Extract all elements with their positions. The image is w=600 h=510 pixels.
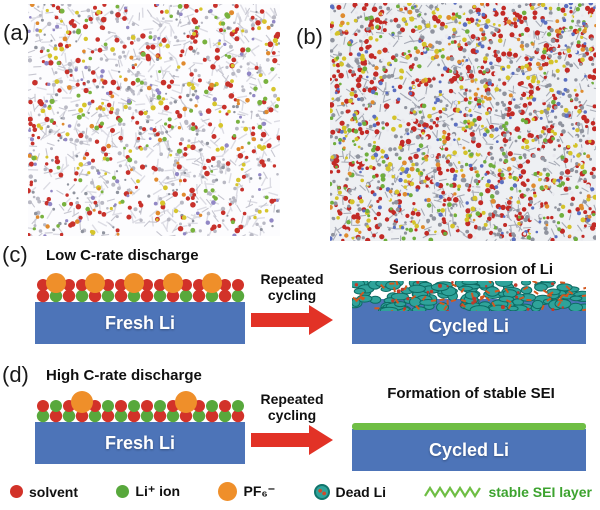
legend-item-sei: stable SEI layer — [424, 484, 592, 500]
cycling-arrow-label-d: Repeated cycling — [260, 391, 324, 424]
red-arrow-icon-c — [251, 305, 333, 335]
particles-fresh-d — [35, 391, 245, 423]
panel-c-label: (c) — [2, 242, 28, 267]
panel-b-label: (b) — [296, 24, 323, 49]
arrow-head — [309, 305, 333, 335]
fresh-li-electrode-c: Fresh Li — [35, 302, 245, 344]
panel-d-label: (d) — [2, 362, 29, 387]
panel-c-title: Low C-rate discharge — [46, 247, 199, 264]
red-arrow-icon-d — [251, 425, 333, 455]
li-ion-dot-icon — [116, 485, 130, 498]
fresh-li-label-d: Fresh Li — [104, 432, 175, 453]
arrow-shaft — [251, 313, 309, 327]
cycling-arrow-label-c: Repeated cycling — [260, 271, 324, 304]
result-title-d: Formation of stable SEI — [387, 385, 555, 402]
particles-fresh-c — [35, 271, 245, 303]
cycled-li-label-d: Cycled Li — [428, 439, 510, 460]
pf6-dot-icon — [218, 482, 238, 501]
legend-label-pf6: PF₆⁻ — [243, 483, 276, 499]
legend-item-solvent: solvent — [10, 484, 78, 500]
result-title-c: Serious corrosion of Li — [388, 261, 554, 278]
cycled-li-label-c: Cycled Li — [428, 316, 510, 336]
md-snapshot-b — [330, 3, 596, 241]
fresh-li-label-c: Fresh Li — [104, 312, 175, 333]
legend-label-sei: stable SEI layer — [488, 483, 592, 500]
md-snapshot-a — [28, 4, 280, 236]
arrow-shaft — [251, 433, 309, 447]
arrow-head — [309, 425, 333, 455]
dead-li-dot-icon — [313, 483, 330, 500]
legend-item-dead-li: Dead Li — [313, 483, 387, 500]
solvent-dot-icon — [10, 485, 23, 498]
legend-label-dead-li: Dead Li — [335, 483, 387, 500]
cycled-li-electrode-d: Cycled Li — [352, 429, 586, 471]
legend-item-li-ion: Li⁺ ion — [116, 483, 180, 500]
panel-d-title: High C-rate discharge — [46, 367, 202, 384]
stable-sei-layer — [352, 423, 586, 430]
dead-li-corrosion-layer — [352, 281, 586, 311]
panel-a-label: (a) — [3, 20, 30, 45]
legend-label-solvent: solvent — [29, 483, 79, 500]
sei-zigzag-icon — [424, 485, 482, 498]
fresh-li-electrode-d: Fresh Li — [35, 422, 245, 464]
legend-label-li-ion: Li⁺ ion — [135, 483, 181, 499]
legend: solvent Li⁺ ion PF₆⁻ Dead Li stable SEI … — [10, 482, 592, 501]
legend-item-pf6: PF₆⁻ — [218, 482, 275, 501]
